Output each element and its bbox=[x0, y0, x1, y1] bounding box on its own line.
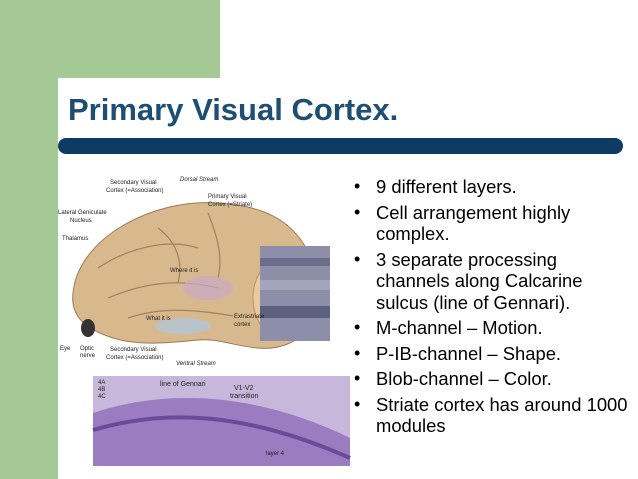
bullet-item: • M-channel – Motion. bbox=[352, 317, 630, 339]
brain-sulci bbox=[97, 212, 234, 319]
bullet-text: 3 separate processing channels along Cal… bbox=[376, 248, 583, 313]
bullet-text: Blob-channel – Color. bbox=[376, 368, 552, 389]
label-dorsal-stream: Dorsal Stream bbox=[180, 177, 218, 183]
label-optic: Optic bbox=[80, 346, 94, 352]
label-secondary-visual-bottom: Secondary Visual bbox=[110, 347, 157, 353]
bullet-text: M-channel – Motion. bbox=[376, 317, 543, 338]
bullet-item: • 3 separate processing channels along Ca… bbox=[352, 249, 630, 314]
label-primary-visual: Primary Visual bbox=[208, 194, 247, 200]
label-v1-v2: V1-V2 bbox=[234, 385, 254, 392]
bullet-text: P-IB-channel – Shape. bbox=[376, 342, 562, 364]
label-layer-4b: 4B bbox=[98, 387, 105, 393]
where-pathway bbox=[183, 276, 233, 300]
bullet-text: 9 different layers. bbox=[376, 176, 517, 197]
label-secondary-visual-top: Secondary Visual bbox=[110, 180, 157, 186]
bullet-icon: • bbox=[354, 176, 361, 196]
bullet-icon: • bbox=[354, 248, 361, 269]
label-cortex-association-bottom: Cortex (=Association) bbox=[106, 355, 164, 361]
brain-diagram: Dorsal Stream Secondary Visual Cortex (=… bbox=[58, 177, 351, 466]
histology-band bbox=[260, 258, 330, 266]
bullet-item: • P-IB-channel – Shape. bbox=[352, 343, 630, 365]
bullet-item: • Striate cortex has around 1000 modules bbox=[352, 394, 630, 437]
bullet-text: Striate cortex has around 1000 modules bbox=[376, 393, 628, 437]
label-nerve: nerve bbox=[80, 353, 96, 359]
label-layer-4: layer 4 bbox=[266, 451, 285, 457]
bullet-list: • 9 different layers. • Cell arrangement h… bbox=[352, 176, 630, 441]
label-extrastriate: Extrastriate bbox=[234, 314, 265, 320]
bullet-text: Cell arrangement highly complex. bbox=[376, 201, 571, 245]
bullet-item: • Cell arrangement highly complex. bbox=[352, 202, 630, 245]
label-where-it-is: Where it is bbox=[170, 268, 198, 274]
label-cortex-striate: Cortex (=Striate) bbox=[208, 202, 252, 208]
label-eye: Eye bbox=[60, 346, 71, 352]
label-transition: transition bbox=[230, 393, 259, 400]
label-what-it-is: What it is bbox=[146, 316, 171, 322]
micrograph-gennari-stripe bbox=[92, 415, 351, 460]
histology-band bbox=[260, 306, 330, 318]
bullet-icon: • bbox=[354, 201, 361, 222]
micrograph-layer bbox=[93, 398, 350, 466]
label-cortex-association-top: Cortex (=Association) bbox=[106, 188, 164, 194]
label-cortex: cortex bbox=[234, 322, 250, 328]
decorative-green-strip bbox=[0, 0, 58, 479]
histology-band bbox=[260, 280, 330, 290]
bullet-icon: • bbox=[354, 393, 361, 414]
label-line-of-gennari: line of Gennari bbox=[160, 381, 206, 388]
bullet-item: • 9 different layers. bbox=[352, 176, 630, 198]
label-layer-4a: 4A bbox=[98, 380, 105, 386]
visual-cortex-figure: Dorsal Stream Secondary Visual Cortex (=… bbox=[58, 168, 388, 468]
label-thalamus: Thalamus bbox=[62, 236, 88, 242]
what-pathway bbox=[155, 318, 211, 334]
bullet-icon: • bbox=[354, 317, 361, 337]
eye-shape bbox=[81, 319, 95, 337]
bullet-icon: • bbox=[354, 368, 361, 388]
slide-title: Primary Visual Cortex. bbox=[68, 92, 399, 127]
title-underline-bar bbox=[58, 138, 623, 154]
bullet-icon: • bbox=[354, 342, 361, 363]
label-nucleus: Nucleus bbox=[70, 218, 92, 224]
label-layer-4c: 4C bbox=[98, 394, 106, 400]
bullet-item: • Blob-channel – Color. bbox=[352, 368, 630, 390]
label-ventral-stream: Ventral Stream bbox=[176, 361, 216, 367]
label-lateral-geniculate: Lateral Geniculate bbox=[58, 210, 107, 216]
